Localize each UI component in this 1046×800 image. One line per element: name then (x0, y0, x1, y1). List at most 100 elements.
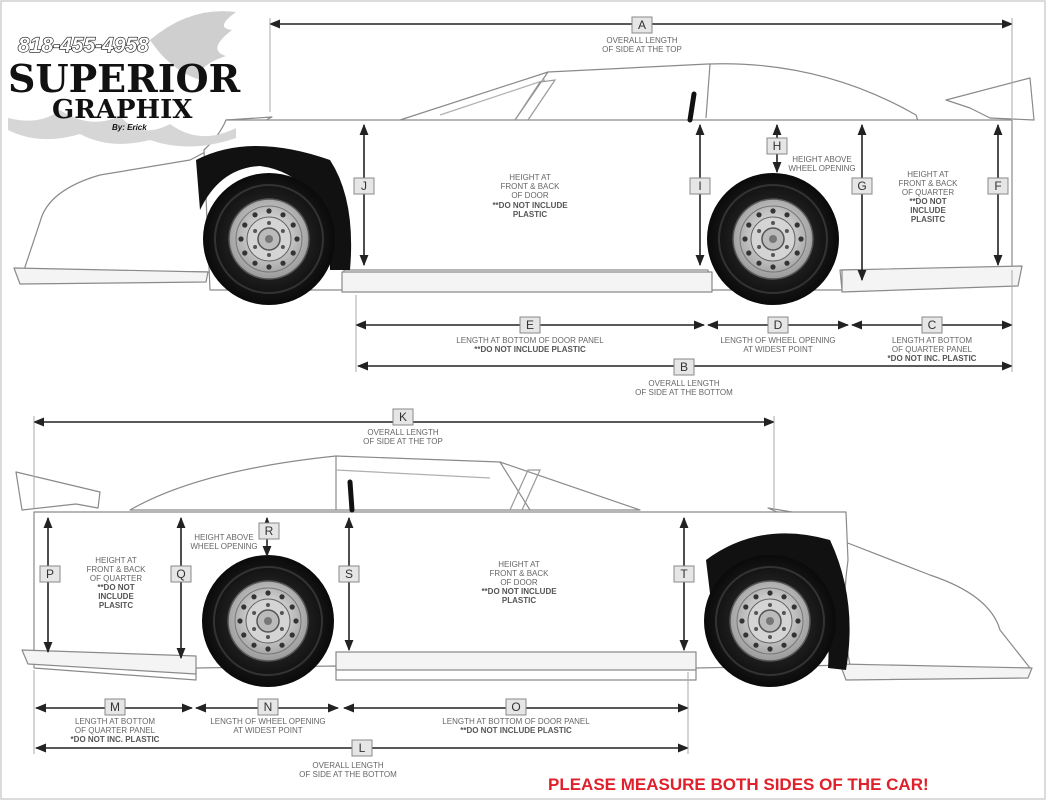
svg-text:PLASTIC: PLASTIC (502, 596, 536, 605)
svg-text:OVERALL LENGTH: OVERALL LENGTH (312, 761, 384, 770)
svg-text:FRONT & BACK: FRONT & BACK (490, 569, 550, 578)
top-car-front-wheel (202, 172, 336, 306)
bottom-car-front-wheel (703, 554, 837, 688)
svg-text:LENGTH AT BOTTOM: LENGTH AT BOTTOM (75, 717, 155, 726)
label-m: M LENGTH AT BOTTOM OF QUARTER PANEL *DO … (71, 698, 160, 744)
svg-text:OF DOOR: OF DOOR (500, 578, 538, 587)
bottom-car-spoiler (15, 471, 101, 511)
svg-text:INCLUDE: INCLUDE (910, 206, 946, 215)
label-g: G HEIGHT AT FRONT & BACK OF QUARTER **DO… (851, 170, 959, 224)
svg-text:**DO NOT INCLUDE: **DO NOT INCLUDE (492, 201, 568, 210)
svg-text:OF DOOR: OF DOOR (511, 191, 549, 200)
label-c: C LENGTH AT BOTTOM OF QUARTER PANEL *DO … (888, 316, 977, 363)
svg-text:*DO NOT INC. PLASTIC: *DO NOT INC. PLASTIC (888, 354, 977, 363)
logo-phone-number: 818-455-4958 (18, 34, 149, 57)
logo-byline: By: Erick (112, 123, 147, 132)
svg-text:OF QUARTER: OF QUARTER (902, 188, 955, 197)
letter-d: D (774, 318, 783, 332)
svg-text:HEIGHT ABOVE: HEIGHT ABOVE (194, 533, 253, 542)
wing-graphic (150, 11, 236, 80)
svg-text:WHEEL OPENING: WHEEL OPENING (190, 542, 257, 551)
svg-text:HEIGHT ABOVE: HEIGHT ABOVE (792, 155, 851, 164)
letter-e: E (526, 318, 534, 332)
letter-q: Q (176, 567, 185, 581)
label-n: N LENGTH OF WHEEL OPENING AT WIDEST POIN… (210, 698, 326, 735)
letter-t: T (680, 567, 688, 581)
letter-s: S (345, 567, 353, 581)
bottom-car-rear-wheel (201, 554, 335, 688)
svg-text:LENGTH OF WHEEL OPENING: LENGTH OF WHEEL OPENING (720, 336, 835, 345)
svg-text:HEIGHT AT: HEIGHT AT (509, 173, 551, 182)
svg-text:OVERALL LENGTH: OVERALL LENGTH (367, 428, 439, 437)
letter-m: M (110, 700, 120, 714)
label-q: Q HEIGHT AT FRONT & BACK OF QUARTER **DO… (87, 556, 192, 610)
svg-text:OVERALL LENGTH: OVERALL LENGTH (648, 379, 720, 388)
svg-text:FRONT & BACK: FRONT & BACK (899, 179, 959, 188)
logo-brand-superior: SUPERIOR (8, 56, 241, 101)
logo-brand-graphix: GRAPHIX (52, 95, 193, 125)
svg-text:*DO NOT INC. PLASTIC: *DO NOT INC. PLASTIC (71, 735, 160, 744)
svg-text:OF QUARTER PANEL: OF QUARTER PANEL (75, 726, 156, 735)
svg-text:**DO NOT INCLUDE: **DO NOT INCLUDE (481, 587, 557, 596)
letter-r: R (265, 524, 274, 538)
label-h: H HEIGHT ABOVE WHEEL OPENING (766, 137, 856, 173)
letter-a: A (638, 18, 646, 32)
top-car-extension-lines (269, 18, 1013, 372)
svg-text:PLASTIC: PLASTIC (513, 210, 547, 219)
label-r: R HEIGHT ABOVE WHEEL OPENING (190, 522, 280, 551)
measure-both-sides-notice: PLEASE MEASURE BOTH SIDES OF THE CAR! (548, 775, 929, 794)
svg-text:OF SIDE AT THE TOP: OF SIDE AT THE TOP (602, 45, 682, 54)
svg-text:PLASITC: PLASITC (911, 215, 945, 224)
label-d: D LENGTH OF WHEEL OPENING AT WIDEST POIN… (720, 316, 836, 354)
svg-text:OVERALL LENGTH: OVERALL LENGTH (606, 36, 678, 45)
svg-text:**DO NOT INCLUDE PLASTIC: **DO NOT INCLUDE PLASTIC (474, 345, 586, 354)
top-car-rear-wheel (706, 172, 840, 306)
letter-c: C (928, 318, 937, 332)
top-car-drawing (13, 63, 1035, 306)
svg-text:INCLUDE: INCLUDE (98, 592, 134, 601)
letter-p: P (46, 567, 54, 581)
label-j: J (353, 177, 375, 195)
svg-text:OF QUARTER: OF QUARTER (90, 574, 143, 583)
letter-l: L (359, 741, 366, 755)
svg-text:**DO NOT: **DO NOT (909, 197, 946, 206)
svg-text:**DO NOT: **DO NOT (97, 583, 134, 592)
letter-i: I (698, 179, 701, 193)
svg-text:OF SIDE AT THE BOTTOM: OF SIDE AT THE BOTTOM (635, 388, 733, 397)
svg-text:HEIGHT AT: HEIGHT AT (907, 170, 949, 179)
label-i: I HEIGHT AT FRONT & BACK OF DOOR **DO NO… (492, 173, 711, 219)
svg-text:OF SIDE AT THE BOTTOM: OF SIDE AT THE BOTTOM (299, 770, 397, 779)
label-t: T HEIGHT AT FRONT & BACK OF DOOR **DO NO… (481, 560, 695, 605)
letter-o: O (511, 700, 520, 714)
label-b: B OVERALL LENGTH OF SIDE AT THE BOTTOM (635, 358, 733, 397)
svg-text:HEIGHT AT: HEIGHT AT (95, 556, 137, 565)
letter-h: H (773, 139, 782, 153)
label-e: E LENGTH AT BOTTOM OF DOOR PANEL **DO NO… (456, 316, 604, 354)
letter-g: G (857, 179, 866, 193)
svg-text:LENGTH AT BOTTOM OF DOOR PANEL: LENGTH AT BOTTOM OF DOOR PANEL (456, 336, 604, 345)
svg-text:OF QUARTER PANEL: OF QUARTER PANEL (892, 345, 973, 354)
top-car-spoiler (945, 77, 1035, 121)
label-f: F (987, 177, 1009, 195)
svg-text:LENGTH AT BOTTOM OF DOOR PANEL: LENGTH AT BOTTOM OF DOOR PANEL (442, 717, 590, 726)
superior-graphix-logo: 818-455-4958 SUPERIOR GRAPHIX By: Erick (8, 11, 241, 147)
bottom-car-extension-lines (33, 416, 775, 754)
letter-n: N (264, 700, 273, 714)
svg-text:LENGTH OF WHEEL OPENING: LENGTH OF WHEEL OPENING (210, 717, 325, 726)
svg-text:PLASITC: PLASITC (99, 601, 133, 610)
svg-text:HEIGHT AT: HEIGHT AT (498, 560, 540, 569)
svg-text:LENGTH AT BOTTOM: LENGTH AT BOTTOM (892, 336, 972, 345)
letter-j: J (361, 179, 367, 193)
bottom-car-drawing (15, 455, 1033, 688)
svg-text:**DO NOT INCLUDE PLASTIC: **DO NOT INCLUDE PLASTIC (460, 726, 572, 735)
svg-text:OF SIDE AT THE TOP: OF SIDE AT THE TOP (363, 437, 443, 446)
letter-k: K (399, 410, 407, 424)
label-k: K OVERALL LENGTH OF SIDE AT THE TOP (363, 408, 443, 446)
top-car-roof (399, 63, 919, 122)
svg-text:AT WIDEST POINT: AT WIDEST POINT (233, 726, 302, 735)
svg-text:AT WIDEST POINT: AT WIDEST POINT (743, 345, 812, 354)
label-o: O LENGTH AT BOTTOM OF DOOR PANEL **DO NO… (442, 698, 590, 735)
label-l: L OVERALL LENGTH OF SIDE AT THE BOTTOM (299, 739, 397, 779)
